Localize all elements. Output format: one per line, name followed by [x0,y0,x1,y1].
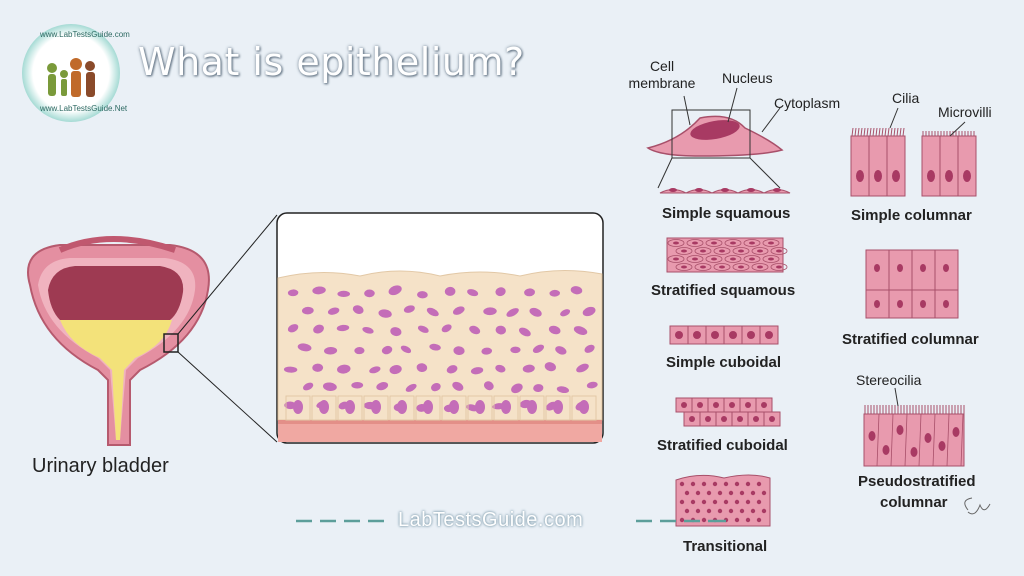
family-icon [47,58,95,97]
logo-text-bottom: www.LabTestsGuide.Net [40,104,128,113]
stratified-columnar-label: Stratified columnar [842,331,979,348]
urinary-bladder-label: Urinary bladder [32,455,169,477]
logo-text-top: www.LabTestsGuide.com [40,30,130,39]
microvilli-label: Microvilli [938,104,992,120]
cell-membrane-label: Cell membrane [628,58,696,91]
stratified-columnar-illustration [865,249,959,319]
simple-cuboidal-label: Simple cuboidal [666,354,782,371]
cilia-label: Cilia [892,90,920,106]
pseudostratified-columnar-illustration [863,405,965,467]
transitional-tissue-closeup [276,212,604,444]
stratified-cuboidal-illustration [675,397,781,427]
simple-squamous-illustration [646,87,791,194]
simple-columnar-illustration [850,127,977,197]
cytoplasm-label: Cytoplasm [774,95,841,111]
pseudostratified-label-line2: columnar [880,494,948,511]
nucleus-label: Nucleus [722,70,773,86]
stratified-cuboidal-label: Stratified cuboidal [657,437,788,454]
simple-cuboidal-illustration [669,325,779,345]
pseudostratified-label-line1: Pseudostratified [858,473,976,490]
page-title: What is epithelium? [138,40,525,84]
simple-columnar-label: Simple columnar [851,207,972,224]
logo [22,24,120,122]
stratified-squamous-illustration [666,237,788,273]
transitional-label: Transitional [683,538,768,555]
stereocilia-label: Stereocilia [856,372,922,388]
simple-squamous-label: Simple squamous [662,205,791,222]
watermark-text: LabTestsGuide.com [398,509,584,531]
stratified-squamous-label: Stratified squamous [651,282,796,299]
transitional-illustration [675,474,771,527]
urinary-bladder-illustration [27,236,210,446]
